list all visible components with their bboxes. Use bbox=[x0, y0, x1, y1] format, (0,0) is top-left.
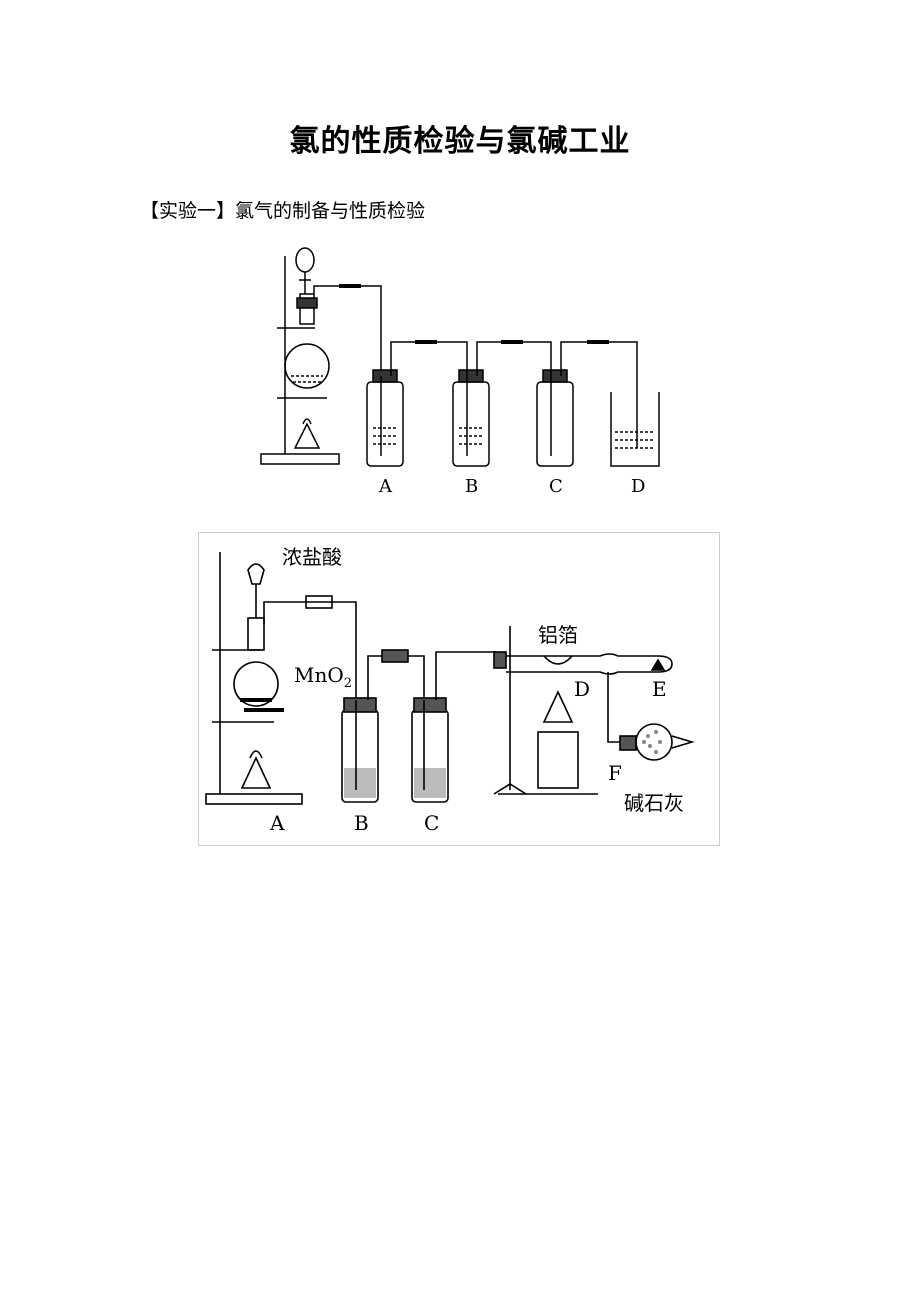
label-b: B bbox=[354, 811, 369, 835]
label-soda-lime: 碱石灰 bbox=[624, 791, 684, 815]
label-mno2: MnO2 bbox=[294, 663, 352, 691]
label-conc-hcl: 浓盐酸 bbox=[282, 545, 342, 569]
label-al-foil: 铝箔 bbox=[538, 623, 578, 647]
section-heading: 【实验一】氯气的制备与性质检验 bbox=[140, 200, 426, 222]
label-e: E bbox=[652, 677, 667, 701]
page-title: 氯的性质检验与氯碱工业 bbox=[289, 124, 631, 159]
label-b: B bbox=[465, 476, 478, 497]
label-c: C bbox=[549, 476, 563, 497]
label-c: C bbox=[424, 811, 439, 835]
label-a: A bbox=[269, 811, 285, 835]
label-f: F bbox=[608, 761, 622, 785]
label-d: D bbox=[631, 476, 645, 497]
apparatus-diagram-2: 浓盐酸 MnO2 铝箔 碱石灰 A B C D E F bbox=[198, 532, 720, 846]
label-d: D bbox=[574, 677, 590, 701]
label-a: A bbox=[378, 476, 393, 497]
apparatus-diagram-1: A B C D bbox=[260, 247, 660, 497]
